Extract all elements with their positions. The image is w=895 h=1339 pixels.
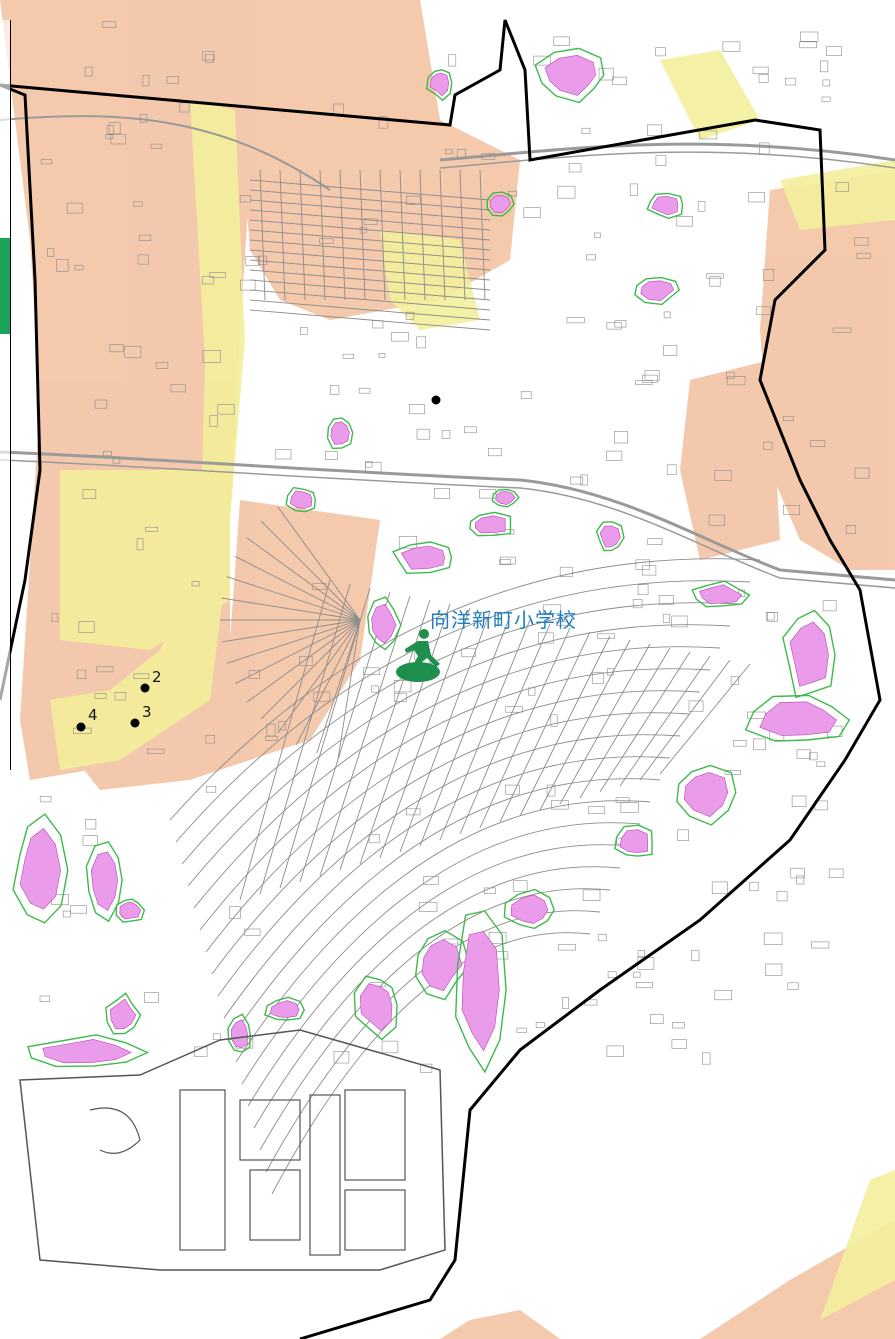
hazard-zone-outline [595, 521, 625, 552]
hazard-zone-patch [230, 1019, 248, 1048]
legend-frame-boundary [0, 83, 42, 701]
hazard-zone-patch [290, 490, 313, 509]
hazard-zone-outline [264, 996, 305, 1021]
hazard-zone-patch [400, 545, 445, 570]
hazard-zone-patch [495, 491, 516, 505]
hazard-zone-patch [330, 421, 350, 445]
hazard-zone-patch [474, 515, 506, 534]
school-evacuation-marker[interactable] [396, 629, 440, 682]
hazard-zone-outline [469, 511, 512, 537]
hazard-zone-outline [646, 192, 684, 220]
hazard-zone-outline [367, 596, 402, 651]
school-name-label[interactable]: 向洋新町小学校 [430, 608, 577, 632]
point-2-dot [140, 683, 150, 693]
point-3-dot [130, 718, 140, 728]
hazard-zone-patch [429, 72, 450, 97]
hazard-zone-patch [683, 772, 729, 817]
hazard-zone-patch [698, 584, 743, 605]
hazard-zone-patch [619, 829, 649, 853]
hazard-zone-outline [12, 813, 69, 924]
hazard-zone-outline [85, 840, 123, 923]
hazard-zone-patch [371, 603, 397, 644]
hazard-zone-outline [353, 975, 398, 1041]
hazard-zone-patch [599, 525, 621, 548]
district-boundary [0, 19, 882, 1339]
hazard-zone-outline [115, 898, 146, 923]
hazard-zone-outline [285, 486, 317, 513]
hazard-zone-patch [510, 894, 549, 924]
street-network [39, 21, 871, 1195]
hazard-zone-outline [534, 47, 605, 104]
point-label-2: 2 [152, 668, 162, 686]
hazard-zone-outline [326, 417, 354, 450]
hazard-zone-outline [744, 694, 851, 742]
hazard-zone-patch [90, 851, 119, 911]
hazard-zone-outline [614, 824, 653, 857]
yellow-zones [50, 50, 895, 1320]
evacuation-running-person-icon [405, 629, 440, 672]
hazard-zone-patch [789, 621, 829, 687]
hazard-zone-outline [391, 541, 453, 575]
hazard-zone-patch [119, 901, 142, 920]
hazard-zone-outline [486, 191, 515, 217]
hazard-zone-patch [42, 1039, 133, 1064]
point-unlabeled-dot [431, 395, 441, 405]
hazard-zone-outline [454, 910, 507, 1074]
legend-panel-edge [0, 20, 11, 770]
legend-green-swatch [0, 238, 10, 334]
hazard-zone-outline [491, 488, 520, 508]
hazard-zone-outline [691, 580, 751, 608]
hazard-zone-outline [782, 609, 836, 699]
hazard-zone-patch [640, 280, 674, 302]
hazard-zone-patch [544, 54, 597, 96]
hazard-zone-outline [227, 1013, 252, 1053]
hazard-zone-patch [269, 1000, 300, 1018]
hazard-zone-outline [27, 1034, 150, 1068]
hazard-zone-outline [425, 69, 453, 102]
point-label-3: 3 [142, 703, 152, 721]
point-markers [76, 395, 441, 732]
hazard-zone-patch [421, 939, 463, 992]
hazard-zone-patch [490, 194, 511, 214]
hazard-zone-patch [651, 196, 679, 216]
hazard-zone-patch [759, 701, 837, 736]
steep-slope-hazard-zones [12, 47, 851, 1074]
point-4-dot [76, 722, 86, 732]
point-label-4: 4 [88, 706, 98, 724]
hazard-zone-outline [634, 276, 681, 306]
hazard-zone-outline [414, 929, 471, 1001]
hazard-zone-patch [19, 828, 61, 910]
hazard-zone-patch [359, 983, 393, 1031]
factory-block [19, 1029, 446, 1271]
rail-lines [0, 115, 895, 589]
hazard-zone-outline [503, 888, 555, 930]
evac-shelter-base [396, 662, 440, 682]
hazard-zone-outline [676, 764, 737, 826]
hazard-zone-patch [461, 931, 500, 1052]
hazard-zone-outline [105, 992, 142, 1035]
hazard-zone-patch [109, 998, 137, 1030]
